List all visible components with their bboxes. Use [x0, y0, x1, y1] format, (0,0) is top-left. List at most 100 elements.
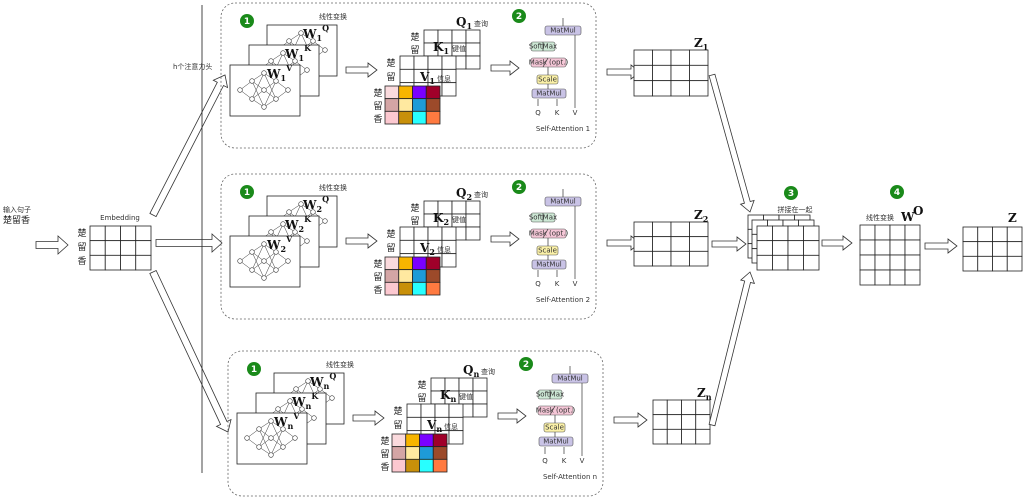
matrix-cell — [451, 200, 467, 215]
matrix-cell — [689, 80, 709, 97]
node — [244, 435, 250, 441]
key-tag: 键值 — [459, 392, 473, 401]
matrix-cell — [666, 399, 682, 416]
attention-arrow — [490, 60, 520, 76]
matrix-cell — [803, 240, 820, 256]
attention-op-box — [538, 436, 574, 447]
attention-op-label: Scale — [538, 76, 557, 84]
zn-matrix — [652, 399, 711, 445]
node — [298, 201, 304, 207]
node — [287, 398, 293, 404]
matrix-cell — [992, 226, 1008, 243]
matrix-cell — [859, 239, 876, 256]
value-row-label: 香 — [373, 114, 382, 125]
attention-input-label: V — [573, 280, 578, 288]
value-row-label: 留 — [373, 100, 382, 112]
badge-number: 2 — [516, 183, 522, 193]
query-tag: 查询 — [474, 190, 488, 199]
badge-number: 4 — [894, 188, 900, 198]
query-row-label: 楚 — [410, 31, 419, 43]
attention-op-label: MatMul — [536, 90, 562, 98]
output-z-matrix — [962, 226, 1023, 272]
attention-op-label: MatMul — [550, 198, 576, 206]
matrix-cell — [104, 240, 121, 256]
data-flow-line — [542, 228, 549, 239]
node — [286, 209, 292, 215]
matrix-cell — [465, 42, 481, 57]
z2-label: Z2 — [694, 208, 708, 224]
matrix-cell — [1006, 241, 1023, 257]
embedding-row-label: 楚 — [77, 227, 86, 239]
key-tag: 键值 — [452, 44, 466, 53]
value-row-label: 楚 — [380, 435, 389, 447]
matrix-cell — [652, 49, 672, 66]
matrix-cell — [859, 254, 876, 271]
matrix-cell — [384, 281, 400, 296]
value-row-label: 楚 — [373, 87, 382, 99]
input-arrow — [35, 235, 69, 255]
neural-network-card — [229, 64, 301, 117]
subscript: n — [305, 401, 311, 411]
node — [249, 96, 255, 102]
step-4-badge: 4 — [890, 185, 904, 199]
superscript: K — [304, 214, 312, 224]
attention-op-label: MatMul — [536, 261, 562, 269]
matrix-cell — [448, 430, 464, 445]
matrix-cell — [412, 269, 427, 283]
badge-circle — [512, 9, 526, 23]
attention-op-box — [543, 422, 566, 433]
subscript: 1 — [298, 53, 304, 63]
step-3-badge: 3 — [784, 186, 798, 200]
matrix-cell — [652, 64, 672, 82]
subscript: n — [706, 392, 712, 402]
subscript: 2 — [466, 192, 472, 202]
data-flow-line — [542, 57, 549, 68]
value-tag: 信息 — [444, 422, 458, 431]
node — [285, 87, 291, 93]
attention-arrow — [490, 231, 520, 247]
step-2-badge: 2 — [512, 180, 526, 194]
matrix-cell — [120, 225, 137, 242]
matrix-cell — [904, 269, 921, 286]
matrix-cell — [398, 98, 413, 112]
subscript: 2 — [280, 244, 286, 254]
linear-transform-label: 线性变换 — [319, 12, 347, 21]
subscript: n — [323, 381, 329, 391]
matrix-cell — [398, 256, 413, 271]
matrix-cell — [89, 225, 106, 242]
matrix-cell — [772, 254, 789, 271]
self-attention-title: Self-Attention 1 — [536, 125, 590, 133]
attention-op-label: Scale — [538, 247, 557, 255]
matrix-cell — [413, 226, 429, 241]
matrix-cell — [448, 403, 464, 418]
output-linear-label: 线性变换 — [866, 213, 894, 222]
step-2-badge: 2 — [519, 357, 533, 371]
linear-arrow — [345, 62, 378, 78]
linear-arrow — [352, 410, 385, 426]
node — [329, 395, 335, 401]
attention-op-box — [531, 259, 567, 270]
matrix-cell — [904, 239, 921, 256]
matrix-cell — [399, 226, 415, 241]
matrix-cell — [670, 64, 690, 82]
attention-input-label: K — [562, 457, 567, 465]
matrix-cell — [874, 224, 891, 241]
badge-number: 1 — [251, 365, 257, 375]
self-attention-title: Self-Attention n — [543, 473, 597, 481]
output-weight-matrix — [859, 224, 921, 286]
badge-number: 3 — [788, 189, 794, 199]
key-row-label: 楚 — [386, 228, 395, 240]
subscript: n — [436, 424, 442, 434]
node — [280, 444, 286, 450]
matrix-cell — [962, 255, 979, 272]
matrix-cell — [425, 281, 441, 296]
heads-label: h个注意力头 — [173, 62, 212, 71]
input-sentence: 楚留香 — [3, 214, 30, 226]
z2-to-concat-arrow — [711, 236, 747, 252]
subscript: 2 — [316, 204, 322, 214]
badge-circle — [519, 357, 533, 371]
node — [261, 104, 267, 110]
matrix-cell — [874, 269, 891, 286]
matrix-cell — [89, 240, 106, 256]
